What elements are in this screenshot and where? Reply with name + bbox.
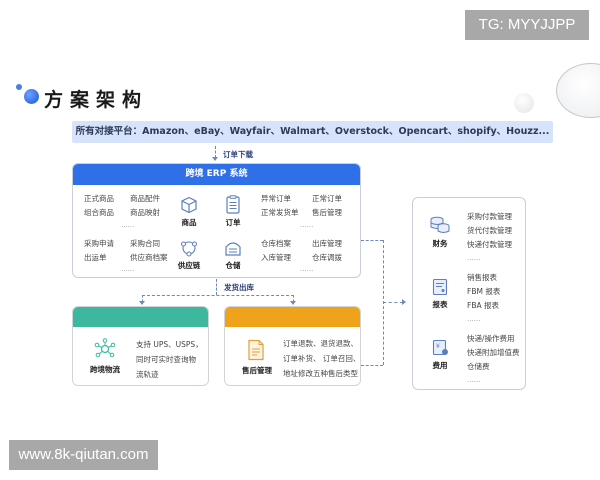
module-label-order: 订单 bbox=[225, 218, 241, 227]
more-dots: ...... bbox=[467, 376, 481, 384]
order-download-label: 订单下载 bbox=[223, 150, 253, 159]
network-icon bbox=[181, 241, 197, 257]
erp-item: 出库管理仓库调拨 bbox=[312, 239, 342, 262]
decorative-circle-small bbox=[514, 93, 534, 113]
erp-item: 采购申请出运单 bbox=[84, 239, 114, 262]
card-description: 支持 UPS、USPS，同时可实时查询物流轨迹 bbox=[136, 340, 203, 379]
card-label-after-sales: 售后管理 bbox=[242, 366, 272, 375]
svg-text:¥: ¥ bbox=[436, 343, 440, 350]
fee-icon: ¥ bbox=[432, 339, 448, 356]
title-dot-icon bbox=[24, 89, 39, 104]
module-label-supply-chain: 供应链 bbox=[177, 261, 201, 270]
page-title: 方案架构 bbox=[44, 89, 149, 111]
warehouse-icon bbox=[225, 242, 241, 256]
card-logistics: 跨境物流 支持 UPS、USPS，同时可实时查询物流轨迹 bbox=[72, 306, 209, 386]
branch-left-line bbox=[142, 295, 143, 302]
erp-item: 异常订单正常发货单 bbox=[261, 194, 299, 217]
cube-icon bbox=[181, 196, 197, 214]
report-icon bbox=[432, 278, 448, 296]
ship-out-label: 发货出库 bbox=[224, 283, 254, 292]
more-dots: ...... bbox=[467, 254, 481, 262]
coins-icon bbox=[430, 216, 450, 233]
more-dots: ...... bbox=[300, 265, 314, 273]
watermark-top: TG: MYYJJPP bbox=[465, 10, 589, 40]
more-dots: ...... bbox=[467, 315, 481, 323]
erp-item: 正常订单售后管理 bbox=[312, 194, 342, 217]
fee-items: 快递/操作费用快递附加增值费仓储费 bbox=[467, 334, 520, 371]
erp-item: 采购合同供应商档案 bbox=[130, 239, 168, 262]
branch-right-line bbox=[293, 295, 294, 302]
erp-item: 正式商品组合商品 bbox=[84, 194, 114, 217]
section-label-fee: 费用 bbox=[432, 361, 448, 370]
arrow-down-icon bbox=[290, 301, 296, 305]
card-label-logistics: 跨境物流 bbox=[90, 365, 120, 374]
erp-system-box: 跨境 ERP 系统 正式商品组合商品 商品配件商品映射 ...... 商品 订单… bbox=[72, 163, 361, 278]
module-label-product: 商品 bbox=[181, 218, 197, 227]
card-after-sales: 售后管理 订单退款、退货退款、订单补货、 订单召回、地址修改五种售后类型 bbox=[224, 306, 361, 386]
hub-icon bbox=[94, 338, 116, 358]
card-header bbox=[73, 307, 208, 327]
module-label-warehouse: 仓储 bbox=[225, 261, 241, 270]
platform-bar: 所有对接平台：Amazon、eBay、Wayfair、Walmart、Overs… bbox=[72, 121, 553, 143]
erp-header: 跨境 ERP 系统 bbox=[73, 164, 360, 185]
erp-item: 商品配件商品映射 bbox=[130, 194, 160, 217]
ship-out-branch bbox=[142, 295, 294, 296]
card-header bbox=[225, 307, 360, 327]
title-dot-small-icon bbox=[16, 84, 22, 90]
document-icon bbox=[248, 339, 264, 361]
section-label-report: 报表 bbox=[432, 300, 448, 309]
to-right-panel-line bbox=[383, 302, 403, 303]
ship-out-line bbox=[216, 279, 217, 295]
arrow-right-icon bbox=[402, 299, 406, 305]
section-label-finance: 财务 bbox=[432, 239, 448, 248]
watermark-bottom: www.8k-qiutan.com bbox=[9, 440, 158, 470]
arrow-down-icon bbox=[139, 301, 145, 305]
erp-to-right-line bbox=[361, 240, 383, 241]
more-dots: ...... bbox=[121, 221, 135, 229]
more-dots: ...... bbox=[121, 265, 135, 273]
finance-items: 采购付款管理货代付款管理快递付款管理 bbox=[467, 212, 512, 249]
card-description: 订单退款、退货退款、订单补货、 订单召回、地址修改五种售后类型 bbox=[283, 339, 361, 378]
clipboard-icon bbox=[226, 195, 240, 214]
order-download-line bbox=[215, 146, 216, 158]
aftersales-to-right-line bbox=[361, 365, 383, 366]
more-dots: ...... bbox=[300, 221, 314, 229]
erp-item: 仓库档案入库管理 bbox=[261, 239, 291, 262]
arrow-down-icon bbox=[212, 157, 218, 161]
